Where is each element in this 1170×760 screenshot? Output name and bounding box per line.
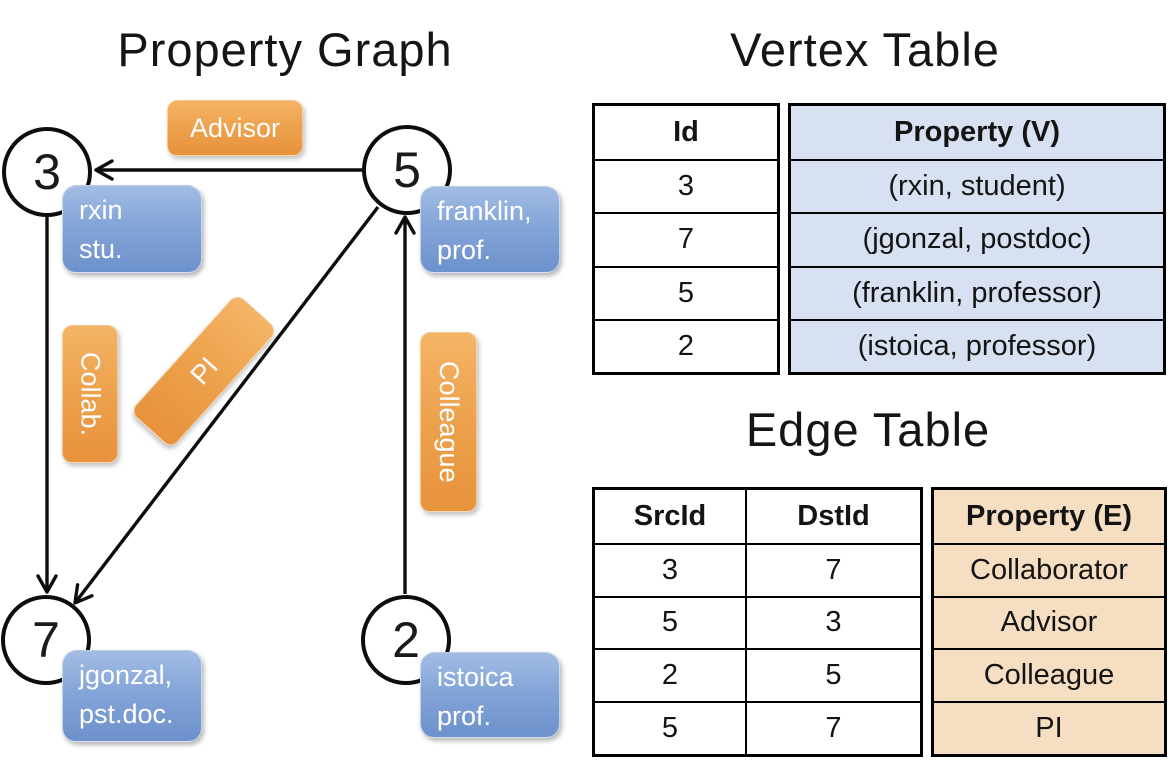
vertex-table-id-column: Id 3 7 5 2 — [592, 103, 780, 375]
edge-dstid-cell: 3 — [745, 595, 920, 649]
edge-property-header: Property (E) — [966, 499, 1132, 532]
vertex-id-cell: 3 — [595, 159, 777, 212]
edge-pi-5-to-7 — [73, 205, 380, 605]
property-line: istoica — [437, 662, 514, 692]
edge-label-text: Advisor — [189, 112, 281, 143]
edge-label-advisor: Advisor — [167, 100, 303, 156]
property-line: prof. — [437, 701, 492, 731]
edge-label-collab: Collab. — [62, 325, 118, 463]
vertex-property-box-5: franklin, prof. — [420, 186, 560, 273]
vertex-property-cell: (jgonzal, postdoc) — [791, 212, 1163, 265]
edge-dstid-cell: 7 — [745, 701, 920, 754]
edge-srcid-header: SrcId — [633, 499, 707, 532]
edge-srcid-cell: 5 — [595, 701, 745, 754]
vertex-table-title: Vertex Table — [730, 23, 1000, 76]
vertex-property-box-2: istoica prof. — [420, 652, 560, 738]
property-line: rxin — [79, 195, 123, 225]
edge-srcid-cell: 3 — [595, 542, 745, 596]
graph-edges-layer — [36, 159, 416, 605]
edge-property-cell: PI — [934, 701, 1164, 754]
edge-label-text: Colleague — [434, 361, 464, 483]
property-line: franklin, — [437, 196, 532, 226]
property-line: jgonzal, — [79, 660, 173, 690]
edge-dstid-cell: 7 — [745, 542, 920, 596]
node-id: 7 — [32, 612, 60, 668]
edge-table-title: Edge Table — [745, 403, 991, 456]
node-id: 2 — [392, 612, 420, 668]
vertex-id-cell: 2 — [595, 318, 777, 372]
edge-dstid-header: DstId — [745, 490, 920, 543]
node-id: 5 — [393, 142, 421, 198]
edge-label-colleague: Colleague — [420, 332, 477, 512]
edge-srcid-cell: 5 — [595, 595, 745, 649]
graph-node-5: 5 — [362, 125, 452, 215]
edge-label-text: PI — [183, 351, 224, 391]
edge-property-cell: Advisor — [934, 595, 1164, 649]
property-line: prof. — [437, 235, 492, 265]
vertex-property-cell: (istoica, professor) — [791, 318, 1163, 372]
edge-label-text: Collab. — [75, 351, 106, 437]
vertex-table-property-column: Property (V) (rxin, student) (jgonzal, p… — [788, 103, 1166, 375]
vertex-id-header: Id — [673, 116, 699, 149]
vertex-property-header: Property (V) — [894, 116, 1060, 149]
edge-dstid-cell: 5 — [745, 648, 920, 702]
property-line: stu. — [79, 234, 123, 264]
property-line: pst.doc. — [79, 699, 174, 729]
node-id: 3 — [33, 144, 61, 200]
vertex-property-box-3: rxin stu. — [62, 185, 202, 273]
vertex-property-cell: (rxin, student) — [791, 159, 1163, 212]
vertex-property-cell: (franklin, professor) — [791, 265, 1163, 319]
edge-table-property-column: Property (E) Collaborator Advisor Collea… — [931, 487, 1167, 757]
edge-property-cell: Colleague — [934, 648, 1164, 701]
vertex-id-cell: 7 — [595, 212, 777, 265]
edge-table-id-columns: SrcId DstId 3 7 5 3 2 5 5 7 — [592, 487, 923, 757]
graph-node-2: 2 — [361, 595, 451, 685]
vertex-id-cell: 5 — [595, 265, 777, 319]
property-graph-title: Property Graph — [117, 23, 453, 76]
edge-property-cell: Collaborator — [934, 542, 1164, 596]
edge-srcid-cell: 2 — [595, 648, 745, 701]
vertex-property-box-7: jgonzal, pst.doc. — [62, 650, 202, 742]
